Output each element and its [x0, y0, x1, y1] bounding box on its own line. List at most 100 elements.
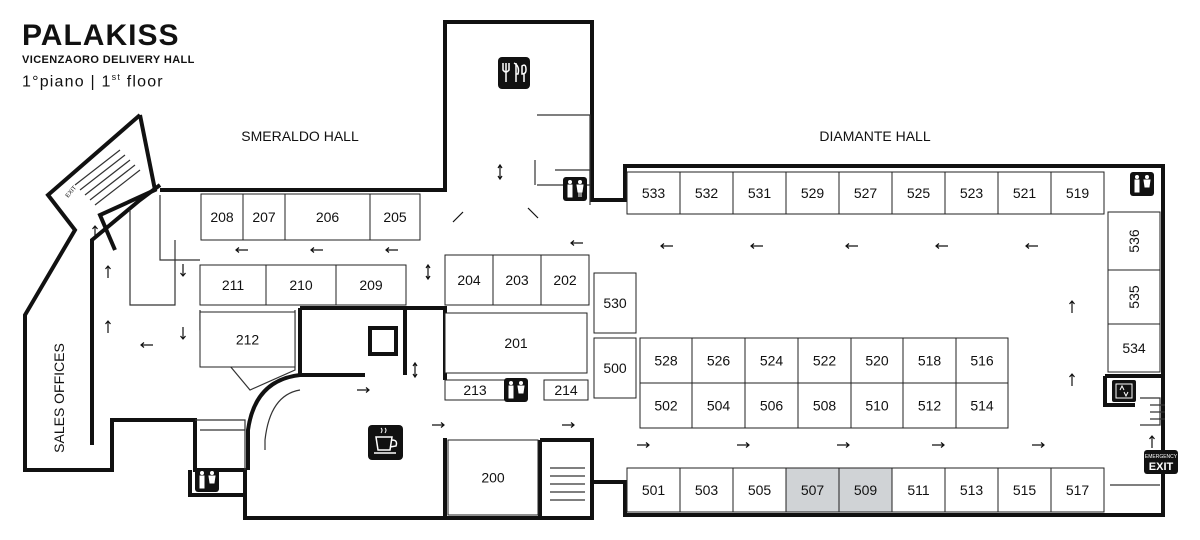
stand-box[interactable] [369, 193, 421, 241]
stand-530[interactable]: 530 [593, 272, 637, 334]
stand-509[interactable]: 509 [838, 467, 893, 513]
stand-box[interactable] [838, 171, 893, 215]
stand-214[interactable]: 214 [543, 379, 589, 401]
stand-521[interactable]: 521 [997, 171, 1052, 215]
stand-200[interactable]: 200 [447, 439, 539, 516]
stand-510[interactable]: 510 [850, 382, 904, 429]
stand-506[interactable]: 506 [744, 382, 799, 429]
stand-531[interactable]: 531 [732, 171, 787, 215]
stand-box[interactable] [1050, 467, 1105, 513]
stand-box[interactable] [797, 337, 852, 384]
stand-box[interactable] [626, 171, 681, 215]
stand-box[interactable] [732, 467, 787, 513]
stand-number: 515 [1013, 482, 1037, 498]
stand-box[interactable] [543, 379, 589, 401]
stand-box[interactable] [944, 467, 999, 513]
flow-arrow [105, 265, 111, 278]
stand-box[interactable] [679, 171, 734, 215]
stand-number: 512 [918, 398, 942, 414]
stand-526[interactable]: 526 [691, 337, 746, 384]
stand-box[interactable] [785, 171, 840, 215]
stand-box[interactable] [335, 264, 407, 306]
stand-box[interactable] [639, 382, 693, 429]
stand-513[interactable]: 513 [944, 467, 999, 513]
stand-519[interactable]: 519 [1050, 171, 1105, 215]
stand-box[interactable] [444, 312, 588, 374]
stand-528[interactable]: 528 [639, 337, 693, 384]
stand-520[interactable]: 520 [850, 337, 904, 384]
stand-503[interactable]: 503 [679, 467, 734, 513]
stand-box[interactable] [997, 467, 1052, 513]
stand-203[interactable]: 203 [492, 254, 542, 306]
stand-202[interactable]: 202 [540, 254, 590, 306]
stand-box[interactable] [593, 337, 637, 399]
stand-533[interactable]: 533 [626, 171, 681, 215]
stand-213[interactable]: 213 [444, 379, 506, 401]
stand-514[interactable]: 514 [955, 382, 1009, 429]
stand-number: 530 [603, 295, 627, 311]
flow-arrow [845, 243, 858, 249]
stand-box[interactable] [891, 467, 946, 513]
stand-box[interactable] [679, 467, 734, 513]
stand-box[interactable] [902, 337, 957, 384]
stand-518[interactable]: 518 [902, 337, 957, 384]
stand-205[interactable]: 205 [369, 193, 421, 241]
stand-522[interactable]: 522 [797, 337, 852, 384]
stand-box[interactable] [284, 193, 371, 241]
stand-box[interactable] [1107, 269, 1161, 325]
stand-512[interactable]: 512 [902, 382, 957, 429]
stand-211[interactable]: 211 [199, 264, 267, 306]
stand-201[interactable]: 201 [444, 312, 588, 374]
stand-box[interactable] [1107, 211, 1161, 271]
stand-box[interactable] [593, 272, 637, 334]
stand-536[interactable]: 536 [1107, 211, 1161, 271]
stand-515[interactable]: 515 [997, 467, 1052, 513]
stand-524[interactable]: 524 [744, 337, 799, 384]
stand-box[interactable] [838, 467, 893, 513]
stand-box[interactable] [199, 264, 267, 306]
stand-208[interactable]: 208 [200, 193, 244, 241]
stand-212[interactable]: 212 [199, 311, 296, 368]
stand-box[interactable] [691, 382, 746, 429]
stand-511[interactable]: 511 [891, 467, 946, 513]
stand-207[interactable]: 207 [242, 193, 286, 241]
stand-box[interactable] [1107, 323, 1161, 373]
stand-532[interactable]: 532 [679, 171, 734, 215]
stand-529[interactable]: 529 [785, 171, 840, 215]
stand-502[interactable]: 502 [639, 382, 693, 429]
stand-210[interactable]: 210 [265, 264, 337, 306]
stand-517[interactable]: 517 [1050, 467, 1105, 513]
stand-box[interactable] [850, 382, 904, 429]
stand-box[interactable] [199, 311, 296, 368]
stand-box[interactable] [444, 254, 494, 306]
stand-523[interactable]: 523 [944, 171, 999, 215]
stand-501[interactable]: 501 [626, 467, 681, 513]
stand-209[interactable]: 209 [335, 264, 407, 306]
emergency-exit-sign: EMERGENCY EXIT [1144, 450, 1178, 474]
stand-500[interactable]: 500 [593, 337, 637, 399]
stand-box[interactable] [492, 254, 542, 306]
stand-508[interactable]: 508 [797, 382, 852, 429]
stand-box[interactable] [540, 254, 590, 306]
stand-525[interactable]: 525 [891, 171, 946, 215]
stand-516[interactable]: 516 [955, 337, 1009, 384]
stand-206[interactable]: 206 [284, 193, 371, 241]
stand-507[interactable]: 507 [785, 467, 840, 513]
stand-204[interactable]: 204 [444, 254, 494, 306]
stand-box[interactable] [1050, 171, 1105, 215]
stand-box[interactable] [997, 171, 1052, 215]
stand-box[interactable] [447, 439, 539, 516]
stand-box[interactable] [744, 337, 799, 384]
stand-527[interactable]: 527 [838, 171, 893, 215]
stand-box[interactable] [744, 382, 799, 429]
stand-number: 211 [222, 277, 245, 293]
wall-stair-left [97, 114, 158, 251]
stand-505[interactable]: 505 [732, 467, 787, 513]
stand-box[interactable] [944, 171, 999, 215]
stand-box[interactable] [639, 337, 693, 384]
stand-504[interactable]: 504 [691, 382, 746, 429]
stand-box[interactable] [732, 171, 787, 215]
stand-534[interactable]: 534 [1107, 323, 1161, 373]
stand-535[interactable]: 535 [1107, 269, 1161, 325]
stand-box[interactable] [955, 382, 1009, 429]
